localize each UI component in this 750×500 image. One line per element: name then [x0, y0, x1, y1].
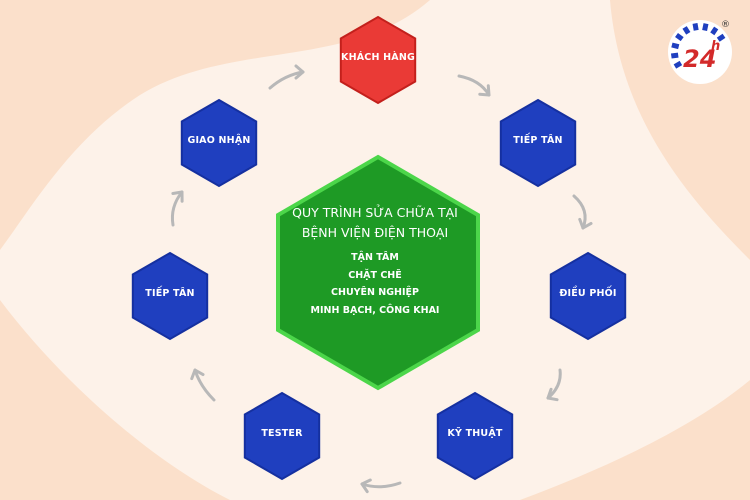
logo-ring-segment — [670, 52, 679, 59]
value-chuyen-nghiep: CHUYÊN NGHIỆP — [331, 287, 419, 298]
arrow-6 — [170, 190, 184, 227]
step-label-giao-nhan: GIAO NHẬN — [187, 135, 251, 146]
logo-background-circle — [668, 20, 732, 84]
arrowhead-4 — [360, 478, 372, 494]
logo-text: 24 — [683, 45, 716, 73]
logo-ring-segment — [702, 23, 709, 31]
arrowhead-5 — [190, 368, 205, 381]
hexagon-tester — [243, 391, 321, 481]
center-hexagon — [276, 154, 480, 391]
center-content: QUY TRÌNH SỬA CHỮA TẠI BỆNH VIỆN ĐIỆN TH… — [280, 203, 470, 319]
arrowhead-7 — [294, 64, 305, 80]
center-title: QUY TRÌNH SỬA CHỮA TẠI BỆNH VIỆN ĐIỆN TH… — [280, 203, 470, 243]
arrowhead-3 — [546, 387, 559, 402]
hexagon-tiep-tan-2 — [131, 251, 209, 341]
logo-ring-segment — [710, 26, 719, 36]
logo-ring-segment — [673, 60, 683, 69]
logo-ring-segment — [682, 26, 691, 35]
value-minh-bach: MINH BẠCH, CÔNG KHAI — [310, 304, 440, 316]
step-label-tiep-tan-1: TIẾP TÂN — [513, 135, 563, 146]
brand-logo: 24 h ® — [668, 20, 732, 84]
arrowhead-1 — [478, 84, 491, 97]
logo-ring-segment — [692, 22, 699, 31]
hexagon-ky-thuat — [436, 391, 514, 481]
step-label-ky-thuat: KỸ THUẬT — [447, 428, 503, 439]
arrowhead-2 — [578, 217, 593, 230]
step-label-khach-hang: KHÁCH HÀNG — [341, 52, 415, 63]
logo-ring-segment — [671, 42, 680, 50]
arrowhead-6 — [171, 190, 184, 203]
logo-superscript: h — [711, 39, 720, 54]
cycle-arrows — [170, 64, 593, 494]
step-label-tiep-tan-2: TIẾP TÂN — [145, 288, 195, 299]
arrow-4 — [360, 481, 402, 489]
registered-mark: ® — [721, 20, 730, 30]
center-title-line-1: QUY TRÌNH SỬA CHỮA TẠI — [292, 205, 458, 220]
hexagon-khach-hang — [339, 15, 417, 105]
logo-speed-ring — [670, 22, 726, 69]
step-label-dieu-phoi: ĐIỀU PHỐI — [559, 288, 617, 299]
arrow-1 — [457, 74, 491, 97]
center-title-line-2: BỆNH VIỆN ĐIỆN THOẠI — [301, 225, 449, 240]
arrow-5 — [193, 368, 216, 402]
value-tan-tam: TẬN TÂM — [351, 252, 399, 263]
logo-ring-segment — [675, 32, 684, 42]
step-label-tester: TESTER — [261, 428, 303, 439]
value-chat-che: CHẶT CHẼ — [348, 269, 402, 281]
arrow-2 — [572, 194, 587, 230]
logo-ring-segment — [716, 33, 726, 42]
hexagon-dieu-phoi — [549, 251, 627, 341]
hexagon-tiep-tan-1 — [499, 98, 577, 188]
hexagon-giao-nhan — [180, 98, 258, 188]
